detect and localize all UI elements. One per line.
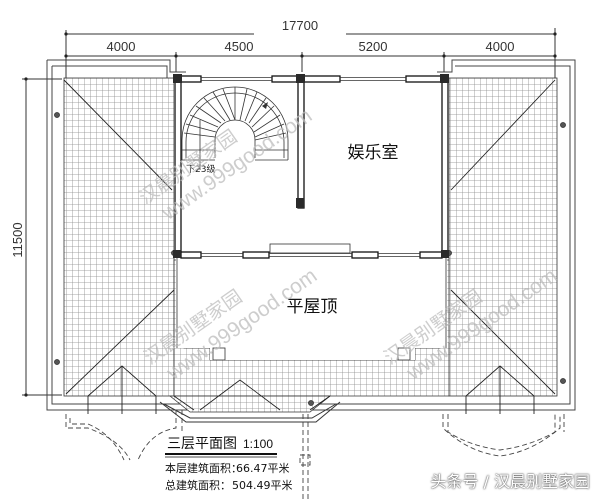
room-block <box>174 78 449 360</box>
total-width-dimension: 17700 <box>282 18 318 33</box>
depth-dimension: 11500 <box>10 222 25 257</box>
windows <box>176 77 447 348</box>
lower-floor-outline <box>65 410 565 500</box>
segment-4-dimension: 4000 <box>486 39 515 54</box>
drawing-scale: 1:100 <box>243 437 273 451</box>
dimension-ticks <box>24 32 557 397</box>
eave-outline <box>46 59 576 411</box>
segment-2-dimension: 4500 <box>225 39 254 54</box>
stair-direction-arrow <box>262 102 268 109</box>
flat-roof-label: 平屋顶 <box>287 297 338 317</box>
entertainment-room-label: 娱乐室 <box>348 143 399 163</box>
footer-source-label: 头条号 / 汉晨别墅家园 <box>430 472 590 491</box>
parapet-boxes <box>212 347 411 361</box>
floor-area-value: 66.47平米 <box>236 462 290 475</box>
segment-1-dimension: 4000 <box>107 39 136 54</box>
drawing-title: 三层平面图 <box>167 436 237 452</box>
columns <box>173 74 449 258</box>
floor-area-label: 本层建筑面积： <box>165 461 242 475</box>
tiled-roof <box>63 77 558 413</box>
total-area-label: 总建筑面积： <box>165 478 231 492</box>
stair-label: 下23级 <box>186 163 215 175</box>
roof-hip-lines <box>63 79 556 414</box>
spiral-staircase <box>181 86 289 170</box>
segment-3-dimension: 5200 <box>359 39 388 54</box>
bay-window-outline <box>159 401 341 423</box>
total-area-value: 504.49平米 <box>232 479 293 492</box>
